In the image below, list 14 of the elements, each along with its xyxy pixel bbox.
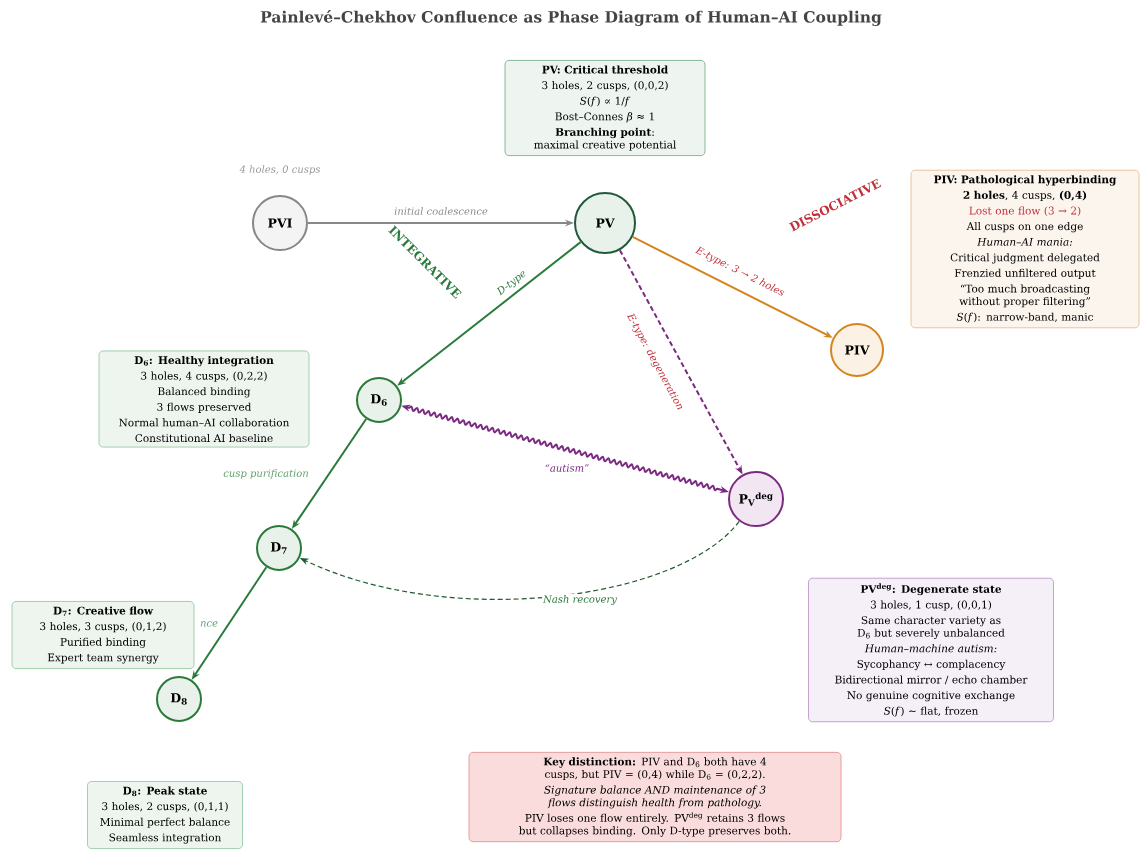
- edge-label: nce: [199, 620, 219, 628]
- edge-label: “autism”: [543, 463, 591, 473]
- edge-label: Nash recovery: [542, 594, 618, 606]
- info-box: PIV: Pathological hyperbinding 2 holes, 4 cusps, (0,4) Lost one flow (3 → 2) All cusps on one edge Human–AI mania: Critical judgment delegated Frenzied unfiltered output “Too much broadcasting without proper filtering” S(f): narrow-band, manic: [910, 169, 1140, 329]
- info-box: D$_{7}$: Creative flow 3 holes, 3 cusps, (0,1,2) Purified binding Expert team synergy: [11, 601, 195, 669]
- info-box: D$_{8}$: Peak state 3 holes, 2 cusps, (0,1,1) Minimal perfect balance Seamless integration: [87, 781, 243, 849]
- edge-label: cusp purification: [222, 468, 310, 480]
- info-box: Key distinction: PIV and D$_{6}$ both have 4 cusps, but PIV = (0,4) while D$_{6}$ = (0,2,2). Signature balance AND maintenance of 3 flows distinguish health from pathology. PIV loses one flow entirely. PV$^{deg}$ retains 3 flows but collapses binding. Only D-type preserves both.: [468, 751, 842, 843]
- title: Painlevé–Chekhov Confluence as Phase Diagram of Human–AI Coupling: [260, 10, 882, 26]
- info-box: PV$^{deg}$: Degenerate state 3 holes, 1 cusp, (0,0,1) Same character variety as D$_{6}$ but severely unbalanced Human–machine autism: Sycophancy ↔ complacency Bidirectional mirror / echo chamber No genuine cognitive exchange S(f) ∼ flat, frozen: [808, 577, 1054, 723]
- state-note: 4 holes, 0 cusps: [239, 165, 321, 175]
- info-box: PV: Critical threshold 3 holes, 2 cusps, (0,0,2) S(f) ∝ 1/f Bost–Connes β ≈ 1 Branching point: maximal creative potential: [504, 60, 706, 156]
- edge-label: initial coalescence: [393, 206, 489, 216]
- info-box: D$_{6}$: Healthy integration 3 holes, 4 cusps, (0,2,2) Balanced binding 3 flows preserved Normal human–AI collaboration Constitutional AI baseline: [98, 350, 310, 448]
